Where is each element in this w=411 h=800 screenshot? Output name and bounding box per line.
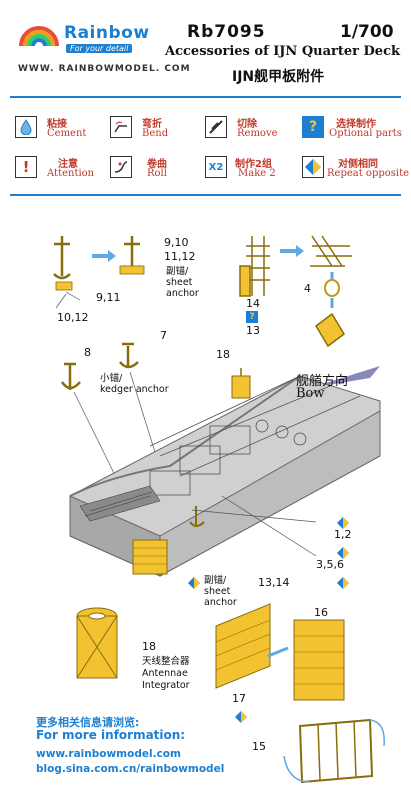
optional-tag-icon: ? xyxy=(246,311,258,323)
label-sheet2-en1: sheet xyxy=(204,586,231,597)
repeat-opposite-tag-icon xyxy=(337,544,349,563)
legend-attention-en: Attention xyxy=(47,168,95,179)
legend-bend-cn: 弯折 xyxy=(142,119,162,130)
optional-icon: ? xyxy=(302,116,324,138)
label-1-2: 1,2 xyxy=(334,528,352,541)
make-two-icon: X2 xyxy=(205,156,227,178)
repeat-opposite-tag-icon xyxy=(337,514,349,533)
legend-make2-cn: 制作2组 xyxy=(235,159,272,170)
label-bow-en: Bow xyxy=(296,386,325,401)
website-link[interactable]: www.rainbowmodel.com xyxy=(36,748,181,760)
legend-optional-en: Optional parts xyxy=(329,128,402,139)
repeat-opposite-tag-icon xyxy=(188,574,200,593)
label-sheet2-en2: anchor xyxy=(204,597,237,608)
label-sheet-anchor-en1: sheet xyxy=(166,277,193,288)
legend-opposite-en: Repeat opposite xyxy=(327,168,410,179)
label-sheet-anchor-en2: anchor xyxy=(166,288,199,299)
legend-make2-en: Make 2 xyxy=(238,168,276,179)
legend-glue-en: Cement xyxy=(47,128,87,139)
ladder-panel-15 xyxy=(215,603,271,689)
brand-website: WWW. RAINBOWMODEL. COM xyxy=(18,64,191,74)
label-9-10: 9,10 xyxy=(164,236,189,249)
quarter-deck-hull xyxy=(69,375,381,577)
legend-remove-cn: 切除 xyxy=(237,119,257,130)
label-kedger-en: kedger anchor xyxy=(100,384,169,395)
header-divider xyxy=(10,96,401,98)
label-7: 7 xyxy=(160,329,167,342)
optional-icon-glyph: ? xyxy=(308,119,318,135)
label-3-5-6: 3,5,6 xyxy=(316,558,344,571)
label-antenna-en2: Integrator xyxy=(142,680,190,691)
label-15: 15 xyxy=(252,740,266,753)
optional-tag-glyph: ? xyxy=(249,312,255,322)
label-9-11: 9,11 xyxy=(96,291,121,304)
kedger-anchor-8 xyxy=(60,362,81,390)
glue-icon xyxy=(15,116,37,138)
legend-divider xyxy=(10,194,401,196)
repeat-opposite-tag-icon xyxy=(337,574,349,593)
antennae-integrator-large xyxy=(76,607,118,679)
legend: 粘接 Cement 弯折 Bend 切除 Remove ? 选择制作 Optio… xyxy=(0,108,411,188)
mast-part xyxy=(239,236,270,297)
legend-bend-en: Bend xyxy=(142,128,169,139)
legend-opposite-cn: 对侧相同 xyxy=(338,159,378,170)
legend-roll-en: Roll xyxy=(147,168,167,179)
legend-remove-en: Remove xyxy=(237,128,278,139)
remove-icon xyxy=(205,116,227,138)
header: Rainbow For your detail WWW. RAINBOWMODE… xyxy=(0,0,411,100)
label-sheet-anchor-cn: 副锚/ xyxy=(166,266,189,277)
bend-icon xyxy=(110,116,132,138)
label-13-14: 13,14 xyxy=(258,576,290,589)
label-18: 18 xyxy=(142,640,156,653)
make-two-icon-glyph: X2 xyxy=(208,161,224,173)
legend-glue-cn: 粘接 xyxy=(47,119,67,130)
repeat-opposite-tag-icon xyxy=(235,708,247,727)
label-17: 17 xyxy=(232,692,246,705)
blog-link[interactable]: blog.sina.com.cn/rainbowmodel xyxy=(36,763,225,775)
label-antenna-cn: 天线整合器 xyxy=(142,656,190,667)
label-4: 4 xyxy=(304,282,311,295)
frame-part-15 xyxy=(283,718,385,784)
assembled-mast-part xyxy=(310,235,352,348)
more-info-en: For more information: xyxy=(36,728,186,742)
rainbow-logo-icon xyxy=(19,26,59,47)
product-title-en: Accessories of IJN Quarter Deck xyxy=(165,44,400,59)
kedger-anchor-7 xyxy=(119,342,139,369)
assembly-diagram xyxy=(53,235,381,701)
label-16: 16 xyxy=(314,606,328,619)
more-info-cn: 更多相关信息请浏览: xyxy=(36,716,140,729)
label-11-12: 11,12 xyxy=(164,250,196,263)
label-8: 8 xyxy=(84,346,91,359)
sheet-anchor-parts xyxy=(53,236,145,291)
label-sheet2-cn: 副锚/ xyxy=(204,575,227,586)
label-kedger-cn: 小锚/ xyxy=(100,373,123,384)
attention-icon-glyph: ! xyxy=(22,158,30,176)
legend-roll-cn: 卷曲 xyxy=(147,159,167,170)
label-antenna-en1: Antennae xyxy=(142,668,188,679)
attention-icon: ! xyxy=(15,156,37,178)
bow-arrow-icon xyxy=(310,366,380,388)
label-18-top: 18 xyxy=(216,348,230,361)
brand-tagline: For your detail xyxy=(66,44,133,53)
label-13: 13 xyxy=(246,324,260,337)
product-title-cn: IJN舰甲板附件 xyxy=(232,69,325,85)
legend-attention-cn: 注意 xyxy=(58,159,78,170)
label-10-12: 10,12 xyxy=(57,311,89,324)
repeat-opposite-icon xyxy=(302,156,324,178)
roll-icon xyxy=(110,156,132,178)
brand-name: Rainbow xyxy=(64,23,150,43)
product-scale: 1/700 xyxy=(340,22,394,42)
legend-optional-cn: 选择制作 xyxy=(336,119,376,130)
label-bow-cn: 舰艏方向 xyxy=(296,374,349,389)
ladder-panel-16 xyxy=(293,619,345,701)
product-code: Rb7095 xyxy=(187,22,266,42)
label-14: 14 xyxy=(246,297,260,310)
antennae-integrator-small xyxy=(231,375,251,399)
